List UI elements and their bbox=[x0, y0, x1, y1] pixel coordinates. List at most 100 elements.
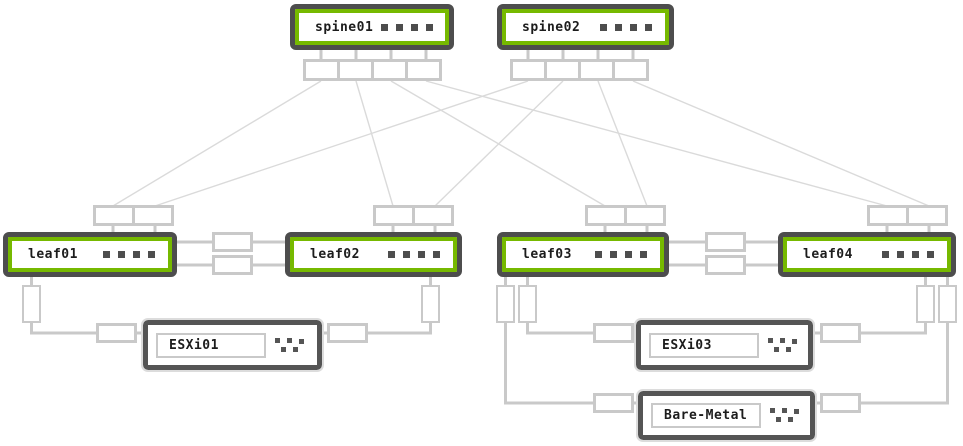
node-spine02[interactable]: spine02 bbox=[497, 4, 674, 50]
leaf04-uplink-port-group bbox=[867, 205, 948, 226]
led-square bbox=[600, 23, 607, 31]
port[interactable] bbox=[544, 59, 581, 81]
led-square bbox=[630, 23, 637, 31]
dot bbox=[768, 337, 773, 343]
leaf04-host-port-1[interactable] bbox=[916, 285, 935, 323]
node-leaf03[interactable]: leaf03 bbox=[497, 232, 669, 277]
dot bbox=[776, 417, 781, 422]
node-leaf01[interactable]: leaf01 bbox=[3, 232, 177, 277]
led-square bbox=[927, 251, 934, 258]
led-square bbox=[403, 251, 410, 258]
node-leaf04[interactable]: leaf04 bbox=[778, 232, 956, 277]
esxi01-nic-right[interactable] bbox=[327, 323, 368, 343]
baremetal-nic-left[interactable] bbox=[593, 393, 634, 413]
leaf02-host-port[interactable] bbox=[421, 285, 440, 323]
port[interactable] bbox=[585, 205, 627, 226]
switch-faceplate: leaf01 bbox=[12, 241, 168, 268]
node-spine01[interactable]: spine01 bbox=[290, 4, 454, 50]
peerlink-leaf03-leaf04-a[interactable] bbox=[705, 232, 746, 252]
node-label: leaf04 bbox=[803, 247, 853, 262]
port-dots bbox=[768, 337, 800, 353]
led-square bbox=[625, 251, 632, 258]
port[interactable] bbox=[412, 205, 454, 226]
port[interactable] bbox=[373, 205, 415, 226]
led-square bbox=[615, 23, 622, 31]
dot bbox=[780, 337, 785, 343]
led-square bbox=[595, 251, 602, 258]
node-label: leaf01 bbox=[28, 247, 78, 262]
led-square bbox=[103, 251, 110, 258]
node-label: Bare-Metal bbox=[651, 403, 761, 428]
led-square bbox=[411, 23, 419, 31]
leaf01-uplink-port-group bbox=[93, 205, 174, 226]
esxi01-nic-left[interactable] bbox=[96, 323, 137, 343]
port-dots bbox=[770, 408, 802, 423]
baremetal-nic-right[interactable] bbox=[820, 393, 861, 413]
node-label: ESXi03 bbox=[649, 332, 759, 358]
switch-faceplate: spine01 bbox=[299, 13, 445, 41]
leaf04-host-port-2[interactable] bbox=[938, 285, 957, 323]
port[interactable] bbox=[867, 205, 909, 226]
peerlink-leaf01-leaf02-b[interactable] bbox=[212, 255, 253, 275]
led-square bbox=[388, 251, 395, 258]
switch-faceplate: leaf02 bbox=[294, 241, 453, 268]
led-square bbox=[645, 23, 652, 31]
led-square bbox=[433, 251, 440, 258]
led-square bbox=[640, 251, 647, 258]
node-esxi01[interactable]: ESXi01 bbox=[141, 318, 324, 372]
leaf03-uplink-port-group bbox=[585, 205, 666, 226]
led-square bbox=[396, 23, 404, 31]
status-leds bbox=[380, 251, 440, 258]
led-square bbox=[610, 251, 617, 258]
dot bbox=[794, 409, 799, 414]
dot bbox=[788, 417, 793, 422]
dot bbox=[782, 408, 787, 413]
port[interactable] bbox=[371, 59, 408, 81]
port-dots bbox=[275, 337, 307, 353]
peerlink-leaf03-leaf04-b[interactable] bbox=[705, 255, 746, 275]
port[interactable] bbox=[303, 59, 340, 81]
leaf01-host-port[interactable] bbox=[22, 285, 41, 323]
port[interactable] bbox=[906, 205, 948, 226]
spine01-port-group bbox=[303, 59, 442, 81]
node-bare-metal[interactable]: Bare-Metal bbox=[636, 389, 817, 442]
esxi03-nic-right[interactable] bbox=[820, 323, 861, 343]
peerlink-leaf01-leaf02-a[interactable] bbox=[212, 232, 253, 252]
port[interactable] bbox=[93, 205, 135, 226]
port[interactable] bbox=[405, 59, 442, 81]
status-leds bbox=[874, 251, 934, 258]
node-label: spine01 bbox=[315, 19, 374, 35]
leaf03-host-port-1[interactable] bbox=[496, 285, 515, 323]
node-label: leaf03 bbox=[522, 247, 572, 262]
dot bbox=[792, 338, 797, 344]
port[interactable] bbox=[612, 59, 649, 81]
dot bbox=[281, 346, 286, 352]
port[interactable] bbox=[510, 59, 547, 81]
port[interactable] bbox=[578, 59, 615, 81]
led-square bbox=[133, 251, 140, 258]
dot bbox=[293, 346, 298, 352]
node-label: leaf02 bbox=[310, 247, 360, 262]
dot bbox=[299, 338, 304, 344]
status-leds bbox=[587, 251, 647, 258]
led-square bbox=[897, 251, 904, 258]
status-leds bbox=[592, 23, 652, 31]
port[interactable] bbox=[624, 205, 666, 226]
port[interactable] bbox=[337, 59, 374, 81]
led-square bbox=[418, 251, 425, 258]
status-leds bbox=[373, 23, 434, 31]
dot bbox=[774, 346, 779, 352]
leaf03-host-port-2[interactable] bbox=[518, 285, 537, 323]
leaf02-uplink-port-group bbox=[373, 205, 454, 226]
node-leaf02[interactable]: leaf02 bbox=[285, 232, 462, 277]
led-square bbox=[426, 23, 434, 31]
dot bbox=[786, 346, 791, 352]
switch-faceplate: spine02 bbox=[506, 13, 665, 41]
esxi03-nic-left[interactable] bbox=[593, 323, 634, 343]
led-square bbox=[882, 251, 889, 258]
node-esxi03[interactable]: ESXi03 bbox=[634, 318, 815, 372]
port[interactable] bbox=[132, 205, 174, 226]
status-leds bbox=[95, 251, 155, 258]
dot bbox=[275, 337, 280, 343]
